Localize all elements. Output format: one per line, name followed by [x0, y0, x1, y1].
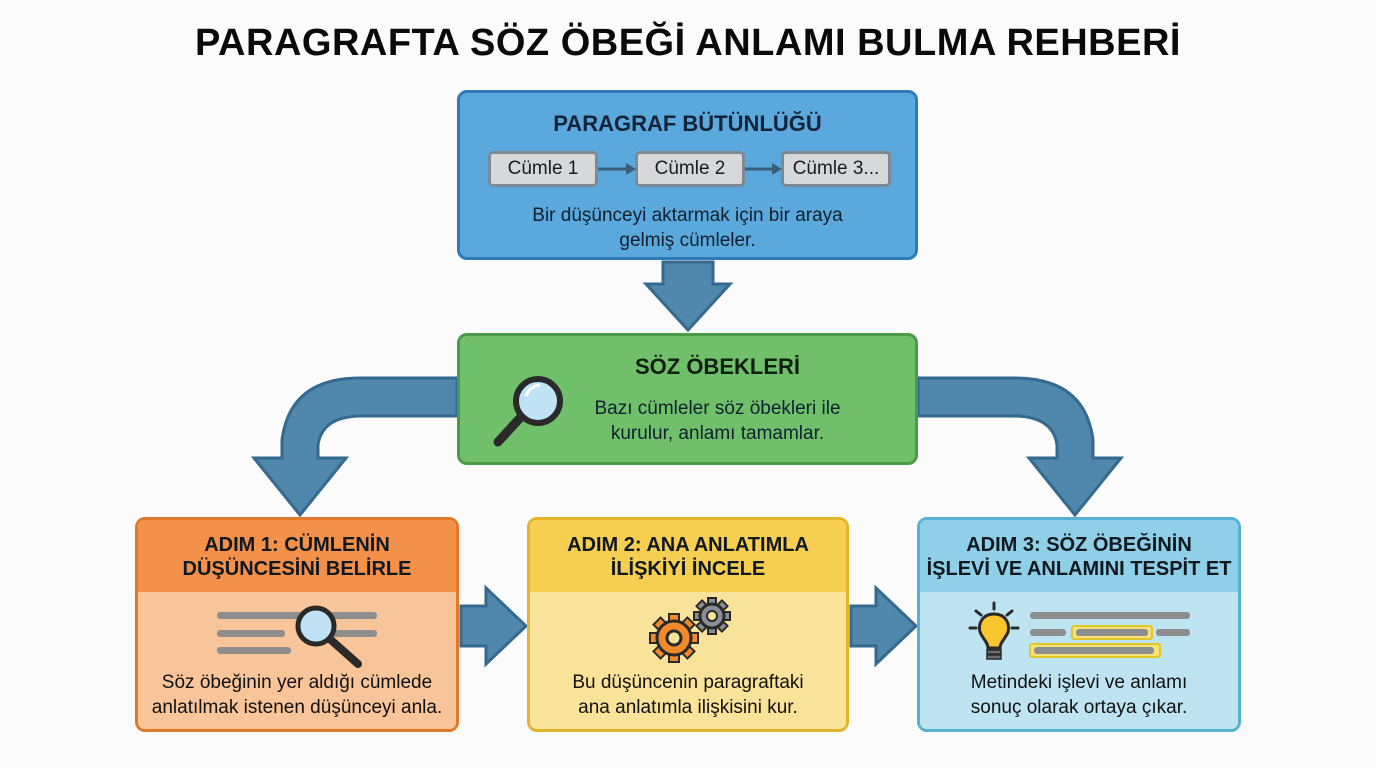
magnifier-icon	[493, 376, 563, 447]
soz-obekleri-desc-line-2: kurulur, anlamı tamamlar.	[610, 423, 825, 444]
soz-obekleri-desc-line-1: Bazı cümleler söz öbekleri ile	[594, 398, 841, 419]
step-1-title-line-2: DÜŞÜNCESİNİ BELİRLE	[182, 558, 412, 580]
magnifier-text-icon	[217, 605, 377, 668]
step-2-desc-line-2: ana anlatımla ilişkisini kur.	[578, 697, 798, 718]
step-3-card: ADIM 3: SÖZ ÖBEĞİNİN İŞLEVİ VE ANLAMINI …	[917, 517, 1241, 732]
paragraf-desc-line-2: gelmiş cümleler.	[619, 230, 756, 251]
paragraf-heading: PARAGRAF BÜTÜNLÜĞÜ	[553, 111, 822, 136]
gears-icon	[649, 597, 731, 663]
step-3-title-line-2: İŞLEVİ VE ANLAMINI TESPİT ET	[926, 558, 1232, 580]
lightbulb-icon	[968, 601, 1190, 660]
soz-obekleri-desc: Bazı cümleler söz öbekleri ile kurulur, …	[520, 396, 915, 446]
step-1-title-line-1: ADIM 1: CÜMLENİN	[204, 534, 390, 556]
sentence-arrows	[598, 163, 782, 175]
step-2-desc-line-1: Bu düşüncenin paragraftaki	[572, 672, 804, 693]
step-2-card: ADIM 2: ANA ANLATIMLA İLİŞKİYİ İNCELE	[527, 517, 849, 732]
page-title: PARAGRAFTA SÖZ ÖBEĞİ ANLAMI BULMA REHBER…	[195, 22, 1181, 64]
sentence-box-2: Cümle 2	[635, 151, 745, 187]
right-arrow-1	[459, 584, 529, 668]
step-2-title: ADIM 2: ANA ANLATIMLA İLİŞKİYİ İNCELE	[530, 520, 846, 592]
paragraf-desc-line-1: Bir düşünceyi aktarmak için bir araya	[532, 205, 843, 226]
step-1-desc-line-2: anlatılmak istenen düşünceyi anla.	[151, 697, 443, 718]
paragraf-desc: Bir düşünceyi aktarmak için bir araya ge…	[460, 203, 915, 253]
step-1-body: Söz öbeğinin yer aldığı cümlede anlatılm…	[138, 592, 456, 729]
step-2-title-line-1: ADIM 2: ANA ANLATIMLA	[567, 534, 809, 556]
sentence-box-1: Cümle 1	[488, 151, 598, 187]
sentence-box-3: Cümle 3...	[781, 151, 891, 187]
step-3-desc-line-2: sonuç olarak ortaya çıkar.	[970, 697, 1188, 718]
right-curved-arrow	[916, 376, 1125, 518]
right-arrow-2	[849, 584, 919, 668]
step-1-title: ADIM 1: CÜMLENİN DÜŞÜNCESİNİ BELİRLE	[138, 520, 456, 592]
step-3-desc-line-1: Metindeki işlevi ve anlamı	[970, 672, 1188, 693]
down-arrow	[642, 260, 734, 333]
left-curved-arrow	[250, 376, 459, 518]
soz-obekleri-heading: SÖZ ÖBEKLERİ	[634, 354, 800, 379]
paragraf-butunlugu-box: PARAGRAF BÜTÜNLÜĞÜ Cümle 1 Cümle 2 Cümle…	[457, 90, 918, 260]
step-1-card: ADIM 1: CÜMLENİN DÜŞÜNCESİNİ BELİRLE Söz…	[135, 517, 459, 732]
step-1-desc: Söz öbeğinin yer aldığı cümlede anlatılm…	[138, 670, 456, 720]
step-1-desc-line-1: Söz öbeğinin yer aldığı cümlede	[161, 672, 433, 693]
step-2-body: Bu düşüncenin paragraftaki ana anlatımla…	[530, 592, 846, 729]
step-3-title: ADIM 3: SÖZ ÖBEĞİNİN İŞLEVİ VE ANLAMINI …	[920, 520, 1238, 592]
step-3-title-line-1: ADIM 3: SÖZ ÖBEĞİNİN	[966, 534, 1192, 556]
step-3-desc: Metindeki işlevi ve anlamı sonuç olarak …	[920, 670, 1238, 720]
step-3-body: Metindeki işlevi ve anlamı sonuç olarak …	[920, 592, 1238, 729]
soz-obekleri-box: SÖZ ÖBEKLERİ Bazı cümleler söz öbekleri …	[457, 333, 918, 465]
step-2-desc: Bu düşüncenin paragraftaki ana anlatımla…	[530, 670, 846, 720]
step-2-title-line-2: İLİŞKİYİ İNCELE	[610, 558, 766, 580]
